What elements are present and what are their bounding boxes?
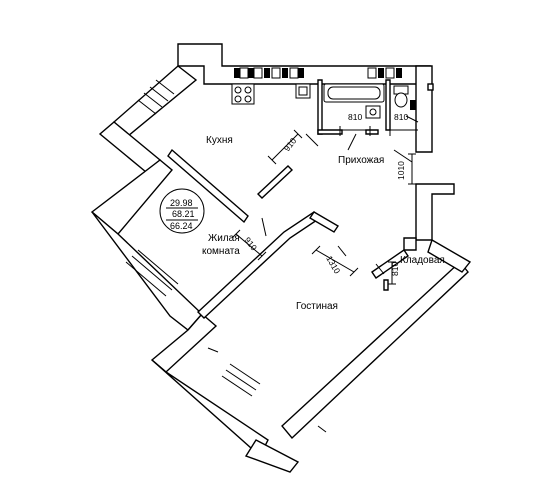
dim-living-door: 910 [242,235,259,253]
lounge-window [221,363,261,397]
area-total: 68.21 [172,209,195,219]
living-window [125,249,179,297]
exterior-walls [90,43,472,473]
bathroom-fixtures [323,83,416,119]
room-storage: Кладовая [400,255,445,266]
kitchen-fixtures [231,67,402,105]
dim-entrance-door: 1010 [396,161,406,180]
room-labels: Кухня Прихожая Жилая комната Гостиная Кл… [202,135,445,312]
dim-lounge-door: 1310 [324,254,342,276]
dim-storage-door: 810 [390,262,400,276]
room-living-1: Жилая [208,233,240,244]
area-net: 66.24 [170,221,193,231]
dim-wc-door: 810 [394,112,408,122]
room-living-2: комната [202,246,240,257]
room-lounge: Гостиная [296,301,338,312]
windows [125,79,261,397]
dim-kitchen-door: 910 [282,136,299,154]
room-hall: Прихожая [338,155,384,166]
area-badge: 29.98 68.21 66.24 [159,188,205,234]
kitchen-window [137,79,175,115]
dim-bath-door: 810 [348,112,362,122]
room-kitchen: Кухня [206,135,233,146]
area-living: 29.98 [170,198,193,208]
doors [207,115,419,433]
